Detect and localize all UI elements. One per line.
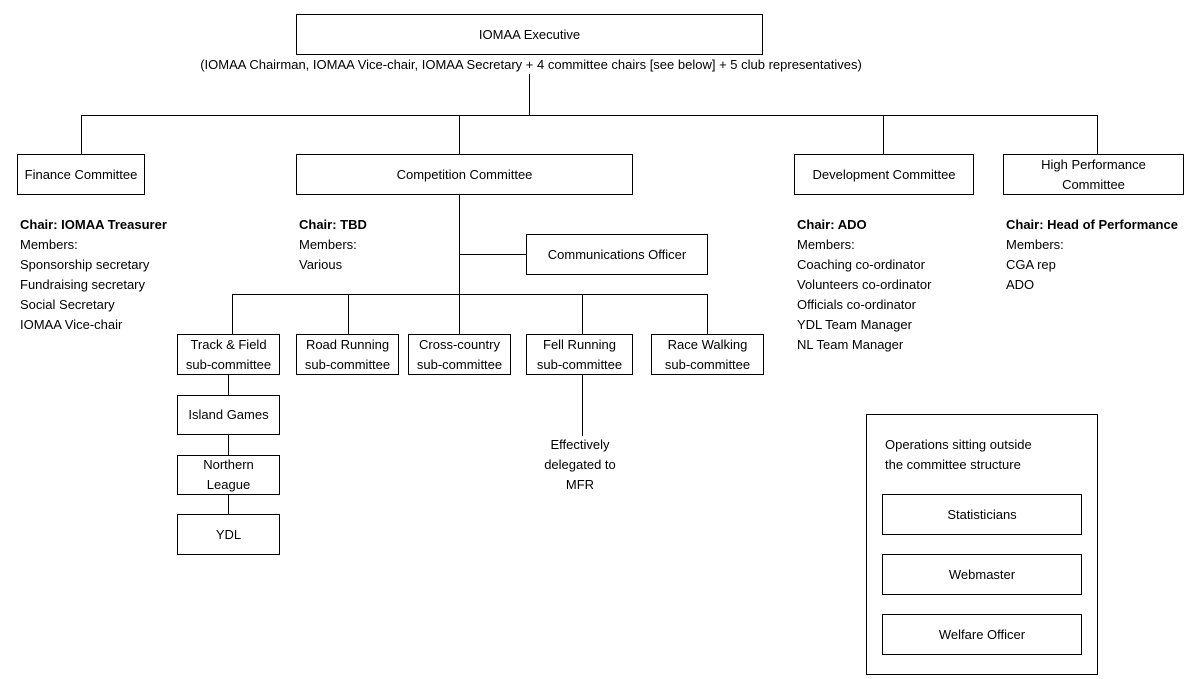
development-chair: Chair: ADO: [797, 217, 867, 232]
development-member: Coaching co-ordinator: [797, 257, 925, 272]
finance-member: Social Secretary: [20, 297, 115, 312]
high-performance-members-label: Members:: [1006, 237, 1064, 252]
ydl-box: YDL: [177, 514, 280, 555]
statisticians-box: Statisticians: [882, 494, 1082, 535]
ydl-label: YDL: [215, 526, 242, 542]
northern-league-box: Northern League: [177, 455, 280, 495]
fell-delegation-note: Effectively delegated to MFR: [520, 435, 640, 495]
high-performance-committee-box: High Performance Committee: [1003, 154, 1184, 195]
finance-member: Sponsorship secretary: [20, 257, 150, 272]
operations-heading: Operations sitting outside the committee…: [885, 435, 1032, 475]
welfare-officer-label: Welfare Officer: [938, 626, 1026, 642]
high-performance-member: CGA rep: [1006, 257, 1056, 272]
finance-member: IOMAA Vice-chair: [20, 317, 123, 332]
high-performance-members-block: Chair: Head of Performance Members: CGA …: [1006, 215, 1178, 295]
track-field-subcommittee-box: Track & Field sub-committee: [177, 334, 280, 375]
statisticians-label: Statisticians: [947, 506, 1017, 522]
competition-members-block: Chair: TBD Members: Various: [299, 215, 367, 275]
development-member: YDL Team Manager: [797, 317, 912, 332]
fell-note-line1: Effectively: [550, 437, 610, 452]
high-performance-title-line1: High Performance: [1041, 156, 1146, 172]
communications-officer-box: Communications Officer: [526, 234, 708, 275]
development-members-block: Chair: ADO Members: Coaching co-ordinato…: [797, 215, 931, 355]
development-committee-box: Development Committee: [794, 154, 974, 195]
road-running-line1: Road Running: [305, 336, 390, 352]
road-running-line2: sub-committee: [304, 356, 391, 372]
executive-box: IOMAA Executive: [296, 14, 763, 55]
cross-country-line1: Cross-country: [419, 336, 500, 352]
development-committee-title: Development Committee: [812, 166, 956, 182]
communications-officer-label: Communications Officer: [547, 246, 687, 262]
connector-island-northern: [228, 434, 229, 456]
welfare-officer-box: Welfare Officer: [882, 614, 1082, 655]
fell-note-line3: MFR: [565, 477, 595, 492]
connector-road-running: [348, 294, 349, 335]
island-games-box: Island Games: [177, 395, 280, 435]
competition-committee-box: Competition Committee: [296, 154, 633, 195]
northern-league-line2: League: [206, 477, 251, 492]
finance-members-block: Chair: IOMAA Treasurer Members: Sponsors…: [20, 215, 167, 335]
executive-title: IOMAA Executive: [478, 26, 581, 42]
island-games-label: Island Games: [188, 407, 269, 422]
connector-fell-note: [582, 374, 583, 436]
road-running-subcommittee-box: Road Running sub-committee: [296, 334, 399, 375]
fell-running-line2: sub-committee: [536, 356, 623, 372]
connector-competition: [459, 115, 460, 155]
operations-heading-line2: the committee structure: [885, 457, 1021, 472]
high-performance-chair: Chair: Head of Performance: [1006, 217, 1178, 232]
competition-members-label: Members:: [299, 237, 357, 252]
operations-heading-line1: Operations sitting outside: [885, 437, 1032, 452]
high-performance-member: ADO: [1006, 277, 1035, 292]
connector-northern-ydl: [228, 494, 229, 516]
executive-subtitle: (IOMAA Chairman, IOMAA Vice-chair, IOMAA…: [200, 57, 862, 72]
connector-track-island: [228, 374, 229, 396]
fell-running-line1: Fell Running: [543, 336, 616, 352]
finance-committee-box: Finance Committee: [17, 154, 145, 195]
finance-members-label: Members:: [20, 237, 78, 252]
race-walking-line1: Race Walking: [667, 336, 748, 352]
connector-top-bar: [81, 115, 1098, 116]
connector-sub-bar: [232, 294, 708, 295]
connector-comms-officer: [459, 254, 527, 255]
connector-exec-down: [529, 74, 530, 115]
connector-high-performance: [1097, 115, 1098, 155]
competition-chair: Chair: TBD: [299, 217, 367, 232]
development-members-label: Members:: [797, 237, 855, 252]
race-walking-subcommittee-box: Race Walking sub-committee: [651, 334, 764, 375]
race-walking-line2: sub-committee: [664, 356, 751, 372]
webmaster-box: Webmaster: [882, 554, 1082, 595]
cross-country-subcommittee-box: Cross-country sub-committee: [408, 334, 511, 375]
fell-running-subcommittee-box: Fell Running sub-committee: [526, 334, 633, 375]
fell-note-line2: delegated to: [544, 457, 616, 472]
connector-development: [883, 115, 884, 155]
operations-frame: [866, 414, 1098, 675]
webmaster-label: Webmaster: [948, 566, 1016, 582]
connector-fell-running: [582, 294, 583, 335]
finance-chair: Chair: IOMAA Treasurer: [20, 217, 167, 232]
track-field-line1: Track & Field: [190, 336, 267, 352]
development-member: NL Team Manager: [797, 337, 904, 352]
finance-committee-title: Finance Committee: [24, 166, 138, 182]
high-performance-title-line2: Committee: [1062, 176, 1125, 192]
connector-competition-down: [459, 194, 460, 294]
finance-member: Fundraising secretary: [20, 277, 145, 292]
development-member: Officials co-ordinator: [797, 297, 916, 312]
development-member: Volunteers co-ordinator: [797, 277, 932, 292]
competition-committee-title: Competition Committee: [396, 166, 533, 182]
competition-member: Various: [299, 257, 343, 272]
cross-country-line2: sub-committee: [416, 356, 503, 372]
connector-finance: [81, 115, 82, 155]
northern-league-line1: Northern: [203, 457, 254, 472]
connector-race-walking: [707, 294, 708, 335]
connector-cross-country: [459, 294, 460, 335]
track-field-line2: sub-committee: [185, 356, 272, 372]
connector-track-field: [232, 294, 233, 335]
